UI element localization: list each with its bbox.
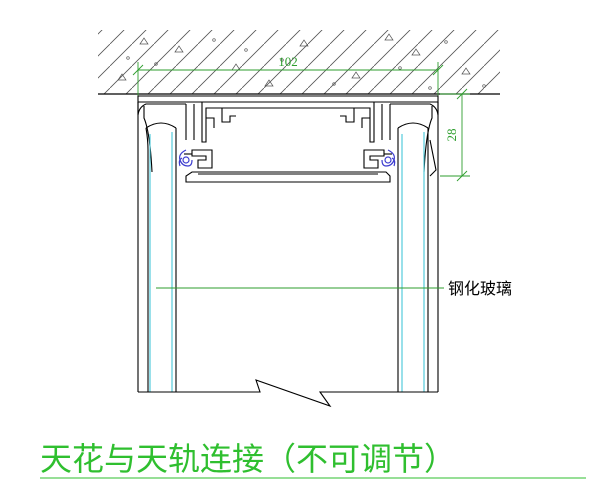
- drawing-title: 天花与天轨连接（不可调节）: [40, 440, 456, 478]
- ceiling-track-profile: [137, 95, 439, 183]
- right-rubber-seal: [381, 149, 396, 167]
- height-dimension: [440, 88, 470, 182]
- right-tempered-glass-panel: [397, 122, 429, 392]
- left-tempered-glass-panel: [145, 122, 177, 392]
- width-dimension-value: 102: [278, 54, 298, 69]
- concrete-aggregate-marks: [117, 33, 486, 90]
- glass-label: 钢化玻璃: [448, 279, 512, 298]
- width-dimension: [132, 62, 444, 102]
- break-line: [138, 379, 438, 408]
- concrete-ceiling-slab: [98, 30, 500, 95]
- left-rubber-seal: [178, 149, 193, 167]
- height-dimension-value: 28: [444, 129, 459, 142]
